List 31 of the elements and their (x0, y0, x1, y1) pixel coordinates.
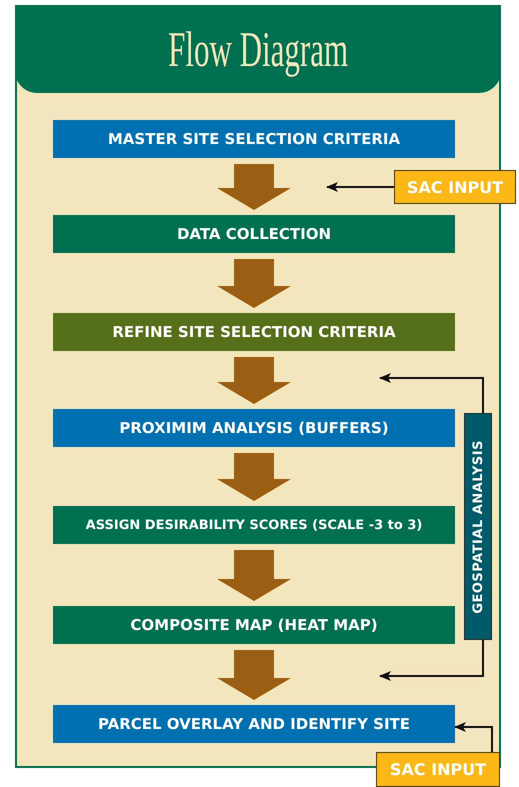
flow-arrow (217, 357, 291, 404)
input-box (394, 170, 516, 204)
arrow (326, 182, 394, 192)
process-box (53, 409, 455, 447)
side-label-box (464, 413, 492, 640)
flow-arrow (217, 550, 291, 601)
input-box (376, 752, 500, 787)
process-box (53, 705, 455, 743)
flow-arrow (217, 259, 291, 308)
box-label: GEOSPATIAL ANALYSIS (470, 440, 486, 614)
box-label: SAC INPUT (390, 760, 486, 779)
box-label: COMPOSITE MAP (HEAT MAP) (130, 616, 378, 634)
arrow (454, 722, 493, 752)
flow-arrow (217, 453, 291, 501)
process-box (53, 313, 455, 351)
arrow (379, 640, 484, 681)
box-label: DATA COLLECTION (176, 225, 332, 243)
box-label: ASSIGN DESIRABILITY SCORES (SCALE -3 to 3) (86, 518, 422, 532)
arrow (379, 373, 484, 413)
diagram-title: Flow Diagram (168, 20, 348, 78)
box-label: REFINE SITE SELECTION CRITERIA (112, 323, 396, 341)
flow-arrow (217, 164, 291, 210)
process-box (53, 506, 455, 544)
box-label: SAC INPUT (406, 178, 504, 196)
flow-arrow (217, 650, 291, 700)
box-label: PARCEL OVERLAY AND IDENTIFY SITE (98, 715, 410, 733)
box-label: MASTER SITE SELECTION CRITERIA (108, 130, 400, 148)
process-box (53, 606, 455, 644)
process-box (53, 120, 455, 158)
box-label: PROXIMIM ANALYSIS (BUFFERS) (119, 419, 389, 437)
process-box (53, 215, 455, 253)
